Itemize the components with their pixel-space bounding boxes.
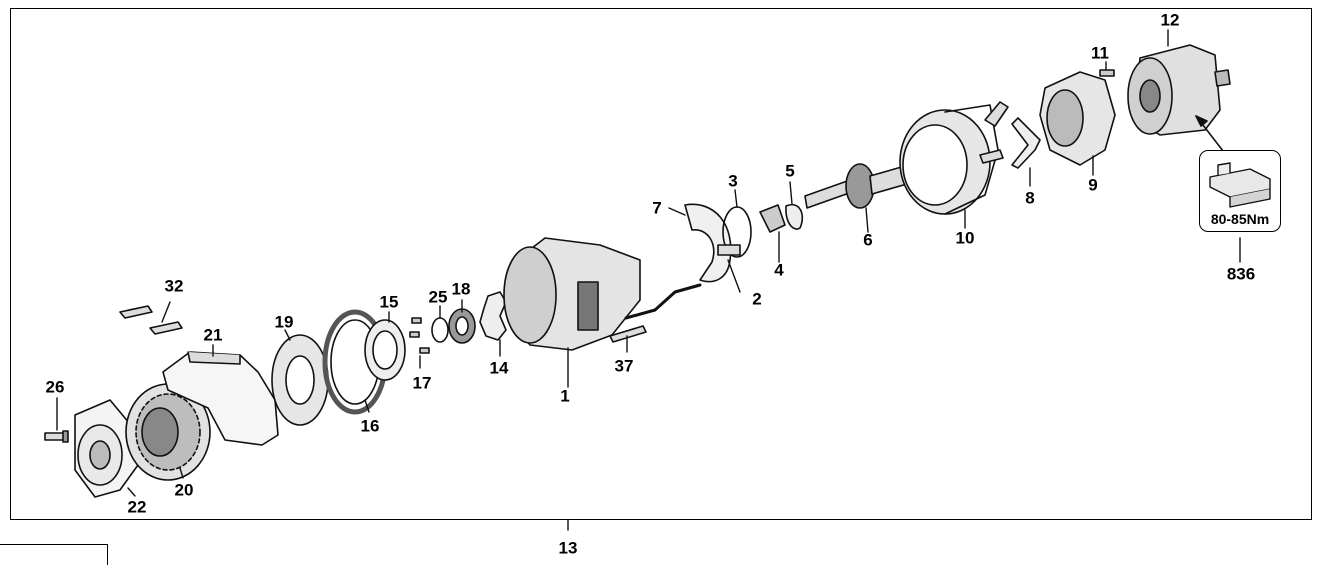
- part-7-shield: [684, 203, 732, 283]
- label-part-2: 2: [752, 289, 762, 309]
- label-part-18: 18: [451, 279, 471, 299]
- part-18-pinion: [448, 308, 476, 344]
- caption-box-stub: [0, 544, 108, 565]
- part-20-fan: [125, 383, 211, 481]
- label-part-13: 13: [558, 538, 578, 558]
- part-6-shaft: [804, 163, 908, 209]
- label-part-37: 37: [614, 356, 634, 376]
- label-part-4: 4: [774, 260, 784, 280]
- label-part-32: 32: [164, 276, 184, 296]
- part-11-pin: [1099, 69, 1115, 77]
- label-part-19: 19: [274, 312, 294, 332]
- leader-lines: [56, 29, 1241, 531]
- label-part-25: 25: [428, 287, 448, 307]
- part-37-bolt: [609, 325, 647, 343]
- diagram-frame: [10, 8, 1312, 520]
- part-26-bolt: [44, 430, 69, 443]
- torque-callout-box: 80-85Nm: [1199, 150, 1281, 232]
- label-part-12: 12: [1160, 10, 1180, 30]
- label-part-7: 7: [652, 198, 662, 218]
- part-12-solenoid: [1127, 44, 1231, 136]
- bracket-icon: [1209, 162, 1271, 208]
- torque-value: 80-85Nm: [1210, 211, 1270, 227]
- label-part-16: 16: [360, 416, 380, 436]
- part-10-ring-housing: [899, 104, 999, 215]
- label-part-17: 17: [412, 373, 432, 393]
- connecting-wire: [624, 283, 702, 320]
- label-part-8: 8: [1025, 188, 1035, 208]
- label-part-11: 11: [1091, 43, 1109, 63]
- part-9-end-housing: [1039, 71, 1116, 166]
- part-4-fork: [759, 204, 786, 233]
- part-19-flange: [271, 334, 329, 426]
- part-5-spring: [785, 203, 804, 230]
- part-8-brackets: [979, 101, 1041, 169]
- label-part-5: 5: [785, 161, 795, 181]
- part-17-pins: [409, 317, 430, 354]
- label-part-9: 9: [1088, 175, 1098, 195]
- label-part-836: 836: [1226, 264, 1256, 284]
- label-part-22: 22: [127, 497, 147, 517]
- label-part-26: 26: [45, 377, 65, 397]
- label-part-6: 6: [863, 230, 873, 250]
- label-part-10: 10: [955, 228, 975, 248]
- label-part-15: 15: [379, 292, 399, 312]
- part-1-housing: [503, 237, 641, 351]
- label-part-3: 3: [728, 171, 738, 191]
- part-25-o-ring: [431, 317, 449, 343]
- part-22-end-cap: [74, 399, 139, 498]
- part-15-washer: [364, 319, 406, 381]
- label-part-20: 20: [174, 480, 194, 500]
- label-part-1: 1: [560, 386, 570, 406]
- part-32-brackets: [119, 305, 183, 335]
- part-2-clip: [717, 244, 741, 256]
- label-part-14: 14: [489, 358, 509, 378]
- part-21-cover: [162, 351, 279, 446]
- label-part-21: 21: [203, 325, 223, 345]
- part-14-star-plate: [479, 291, 507, 341]
